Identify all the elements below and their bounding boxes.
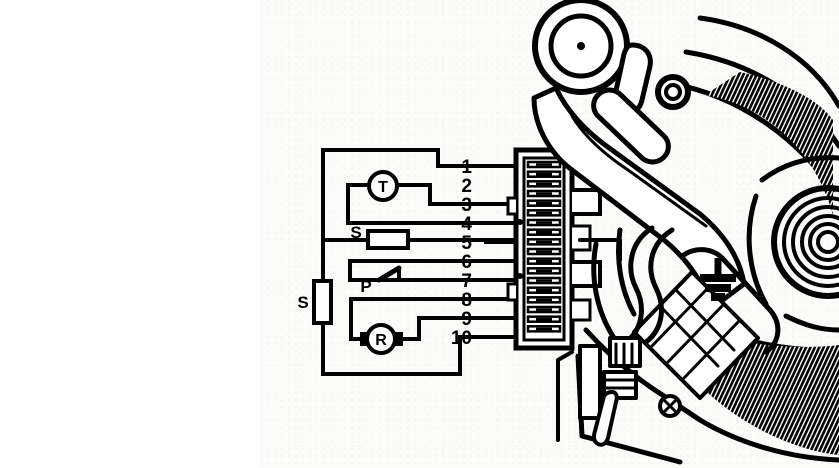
heating-element-vertical: S — [297, 279, 333, 325]
wire-pin-4 — [346, 202, 516, 225]
pressure-switch-label: P — [360, 277, 371, 296]
heating-element-vertical-label: S — [297, 293, 308, 312]
pin-number-label: 8 — [461, 290, 472, 311]
pin-number-label: 5 — [461, 233, 472, 254]
connector-pin-contact — [526, 276, 562, 285]
ribbed-panel-ribs — [650, 286, 742, 380]
connector-pin-contact — [526, 199, 562, 207]
connector-pin-contact — [526, 325, 562, 333]
connector-pin-contact — [526, 315, 562, 323]
heating-element-horizontal-label: S — [350, 223, 361, 242]
connector-pin-contact — [526, 247, 562, 256]
connector-pin-contact — [526, 209, 562, 217]
pressure-switch: P — [360, 265, 402, 296]
shroud-slot — [592, 390, 619, 447]
hose-outline — [623, 225, 675, 345]
pin-number-label: 9 — [461, 309, 472, 330]
screw-fastener-symbol — [658, 394, 682, 418]
pin-number-label: 1 — [461, 157, 472, 178]
connector-pin-contact — [526, 305, 562, 314]
connector-pin-contact — [526, 189, 562, 198]
panel-surround — [679, 247, 781, 355]
pulley-wheel — [532, 0, 630, 95]
pin-number-label: 2 — [461, 176, 472, 197]
wire-pin-9-right — [396, 316, 516, 341]
mount-bracket — [556, 238, 622, 442]
connector-pin-contact — [526, 257, 562, 265]
connector-shroud-ribs — [604, 342, 636, 390]
pin-number-label: 3 — [461, 195, 472, 216]
thermostat-label: T — [378, 179, 388, 196]
connector-pin-contact — [526, 228, 562, 236]
connector-pin-contact — [526, 296, 562, 304]
connector-pin-contact — [526, 218, 562, 227]
ground-earth-symbol — [700, 258, 736, 301]
hub-surround — [746, 155, 839, 333]
connector-pin-contact — [526, 180, 562, 188]
heating-element-horizontal: S — [350, 223, 410, 250]
wire-pin-1 — [321, 148, 516, 168]
pin-number-label: 7 — [461, 271, 472, 292]
bolt-hole — [655, 74, 691, 110]
connector-pin-contact — [526, 267, 562, 275]
connector-pin-contacts — [526, 160, 562, 333]
hub-bearing — [771, 185, 839, 299]
connector-pin-contact — [526, 160, 562, 169]
wire-pin-10 — [321, 335, 516, 376]
pin-number-label: 4 — [461, 214, 472, 235]
pin-number-label: 10 — [451, 328, 472, 349]
thermostat-symbol: T — [367, 170, 399, 202]
connector-pin-contact — [526, 170, 562, 178]
wire-pin-3-left — [346, 183, 371, 206]
connector-pin-contact — [526, 286, 562, 294]
wire-pin-3-right — [395, 183, 516, 206]
bracket-pad — [591, 87, 671, 165]
wire-pin-9-left — [349, 297, 366, 341]
motor-symbol: R — [360, 323, 403, 355]
ten-pin-connector-block — [506, 147, 602, 351]
wire-pin-6 — [348, 259, 516, 282]
connector-pin-contact — [526, 238, 562, 246]
bracket-arm-inner-edge — [570, 114, 708, 228]
motor-label: R — [375, 332, 387, 349]
pin-number-label: 6 — [461, 252, 472, 273]
